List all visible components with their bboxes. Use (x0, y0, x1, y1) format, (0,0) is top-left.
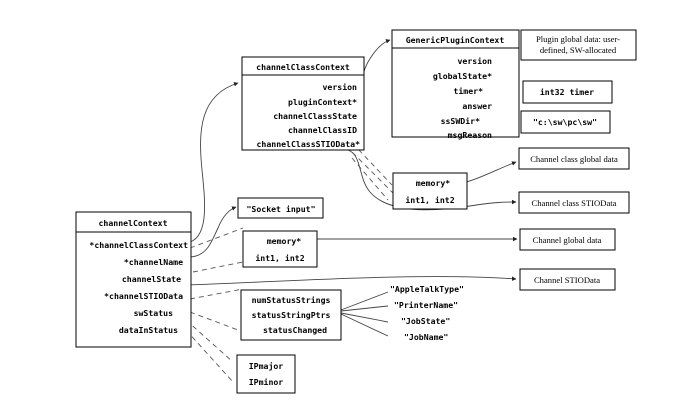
channelcontext-header: channelContext (98, 218, 167, 228)
box-channel-global-data[interactable]: Channel global data (519, 228, 616, 251)
socket-input-label: "Socket input" (246, 204, 315, 214)
status-string-labels: "AppleTalkType" "PrinterName" "JobState"… (390, 284, 464, 342)
status-string-value-2: "JobState" (401, 316, 450, 326)
connector-channelname (189, 206, 237, 258)
channel-class-stiodata-label: Channel class STIOData (532, 198, 617, 208)
memory-channel-field-0: memory* (267, 236, 302, 246)
box-channelclasscontext[interactable]: channelClassContext version pluginContex… (241, 56, 365, 151)
box-channel-class-global-data[interactable]: Channel class global data (518, 147, 630, 170)
channelcontext-field-1: *channelName (124, 257, 183, 267)
box-ip-version[interactable]: IPmajor IPminor (236, 354, 296, 394)
connector-statusstring-printername (340, 305, 389, 312)
connector-statusstring-appletalktype (340, 291, 389, 311)
connector-dashed-channelstate (192, 261, 244, 273)
connector-dashed-ipmajor (185, 319, 234, 363)
status-string-value-0: "AppleTalkType" (390, 284, 464, 294)
channelclasscontext-field-2: channelClassState (273, 111, 357, 121)
genericplugincontext-field-4: ssSWDir* (441, 116, 481, 126)
status-strings-field-1: statusStringPtrs (252, 310, 331, 320)
channelclasscontext-field-1: pluginContext* (288, 97, 357, 107)
channelcontext-field-5: dataInStatus (119, 325, 178, 335)
connector-channelstiodata (185, 276, 517, 286)
connector-dashed-class-c (351, 157, 389, 201)
box-memory-channel[interactable]: memory* int1, int2 (242, 230, 318, 268)
channel-stiodata-label: Channel STIOData (534, 275, 600, 285)
memory-class-field-0: memory* (416, 178, 451, 188)
status-strings-field-0: numStatusStrings (252, 295, 331, 305)
channelcontext-field-0: *channelClassContext (89, 240, 188, 250)
genericplugincontext-field-1: globalState* (433, 71, 492, 81)
memory-channel-field-1: int1, int2 (255, 253, 304, 263)
channelclasscontext-field-0: version (322, 82, 357, 92)
box-plugin-global-data[interactable]: Plugin global data: user- defined, SW-al… (520, 29, 637, 61)
genericplugincontext-field-2: timer* (453, 86, 483, 96)
genericplugincontext-field-3: answer (462, 101, 492, 111)
box-sw-dir-path[interactable]: "c:\sw\pc\sw" (520, 110, 611, 134)
ip-version-field-1: IPminor (249, 377, 284, 387)
connector-statusstring-jobname (340, 313, 389, 337)
box-genericplugincontext[interactable]: GenericPluginContext version globalState… (391, 29, 520, 140)
plugin-global-data-line1: Plugin global data: user- (536, 34, 620, 44)
connector-channelclasscontext (185, 82, 239, 244)
box-status-strings[interactable]: numStatusStrings statusStringPtrs status… (240, 289, 342, 341)
channelclasscontext-field-3: channelClassID (288, 125, 357, 135)
channel-class-global-data-label: Channel class global data (530, 154, 618, 164)
genericplugincontext-header: GenericPluginContext (406, 35, 505, 45)
connector-dashed-memory-channel (189, 227, 244, 249)
connector-dashed-datainstatus (189, 311, 239, 331)
int32-timer-label: int32 timer (540, 87, 594, 97)
status-string-value-1: "PrinterName" (394, 300, 458, 310)
genericplugincontext-field-5: msgReason (448, 130, 492, 140)
connector-dashed-class-b (345, 145, 399, 199)
memory-class-field-1: int1, int2 (405, 195, 454, 205)
channelclasscontext-field-4: channelClassSTIOData* (256, 139, 360, 149)
box-socket-input[interactable]: "Socket input" (237, 197, 324, 219)
box-channel-class-stiodata[interactable]: Channel class STIOData (518, 191, 630, 214)
channelcontext-field-3: *channelSTIOData (104, 291, 183, 301)
box-memory-class[interactable]: memory* int1, int2 (392, 172, 468, 210)
box-channelcontext[interactable]: channelContext *channelClassContext *cha… (75, 211, 192, 348)
genericplugincontext-field-0: version (457, 56, 492, 66)
sw-dir-path-label: "c:\sw\pc\sw" (533, 117, 597, 127)
channelclasscontext-header: channelClassContext (256, 62, 350, 72)
ip-version-field-0: IPmajor (249, 361, 284, 371)
plugin-global-data-line2: defined, SW-allocated (540, 45, 617, 55)
channel-global-data-label: Channel global data (533, 235, 602, 245)
connector-statusstring-jobstate (340, 312, 389, 323)
connector-dashed-ipminor (185, 329, 234, 383)
box-int32-timer[interactable]: int32 timer (522, 80, 613, 104)
connector-dashed-swstatus (189, 288, 244, 300)
channelcontext-field-4: swStatus (134, 308, 174, 318)
status-string-value-3: "JobName" (404, 332, 448, 342)
status-strings-field-2: statusChanged (263, 325, 327, 335)
box-channel-stiodata[interactable]: Channel STIOData (519, 268, 616, 291)
channelcontext-field-2: channelState (122, 274, 181, 284)
